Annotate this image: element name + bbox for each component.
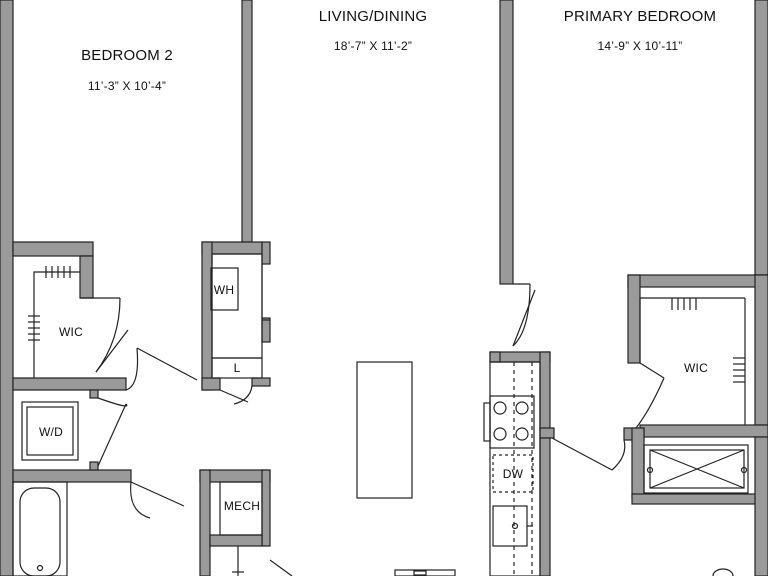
kitchen-island: [356, 361, 413, 499]
wall-wd-bottom: [12, 469, 132, 483]
door-pbath-arc: [611, 439, 626, 471]
wall-bedroom2-bottom: [12, 241, 94, 257]
wall-living-primary: [499, 0, 514, 285]
shower-x2: [649, 449, 745, 489]
wall-bedroom2-living: [241, 0, 253, 243]
wic-left-label: WIC: [59, 325, 83, 339]
wall-mech-bottom: [209, 534, 263, 547]
primary-dims: 14’-9” X 10’-11”: [597, 39, 682, 53]
wall-wh-right-top: [261, 241, 271, 265]
wic-left-rod: [33, 271, 80, 378]
shower: [643, 444, 749, 494]
wall-kitchen-left-tab: [489, 351, 501, 363]
linen-closet: [211, 357, 263, 379]
wall-primary-bottom: [627, 274, 768, 288]
primary-name: PRIMARY BEDROOM: [564, 8, 716, 25]
toilet: [712, 568, 734, 576]
door-wic-left-arc: [95, 297, 121, 373]
wall-left-outer: [0, 0, 14, 576]
wall-bath-bottom: [631, 493, 768, 505]
door-primary-arc: [512, 283, 531, 347]
living-dims: 18’-7” X 11’-2”: [334, 39, 412, 53]
bedroom2-name: BEDROOM 2: [81, 47, 173, 64]
wh-label: WH: [214, 283, 234, 297]
doors: [95, 264, 665, 576]
shower-drain: [646, 466, 654, 474]
wall-wd-right: [89, 389, 99, 399]
wall-kitchen-right: [539, 351, 551, 431]
wall-pwic-bottom: [639, 424, 768, 438]
door-pbath-leaf: [551, 437, 613, 471]
kitchen-counter: [489, 361, 541, 576]
wall-pwic-left: [627, 274, 641, 364]
wall-wh-left: [201, 241, 213, 391]
wall-wh-bottom-l: [201, 377, 221, 391]
washer-dryer-inner: [26, 406, 74, 456]
wall-bath-right: [754, 436, 768, 576]
wall-wh-right-mid: [261, 317, 271, 343]
wall-kitchen-right-lower: [539, 437, 551, 576]
door-wd-arc: [97, 397, 128, 407]
door-pwic-leaf: [639, 362, 665, 379]
door-linen-arc: [233, 385, 253, 405]
bathtub-outer: [12, 481, 68, 576]
door-primary-leaf: [512, 289, 536, 347]
burner-1: [493, 401, 507, 415]
dw-label: DW: [503, 467, 524, 481]
wall-kitchen-right-low: [539, 427, 555, 439]
bathtub-drain: [36, 564, 44, 572]
wall-wic-left-side: [79, 255, 94, 299]
wall-wh-bottom-r: [251, 377, 271, 387]
wall-pwic-right: [754, 274, 768, 426]
closet-rods: [28, 266, 745, 383]
water-heater: [210, 267, 239, 311]
mech-label: MECH: [224, 499, 260, 513]
wall-wd-right2: [89, 461, 99, 471]
dishwasher: [492, 454, 534, 493]
door-bath-leaf: [130, 481, 185, 507]
pwic-rod-top: [639, 297, 718, 363]
door-mech-leaf: [269, 559, 293, 576]
range-knobs: [483, 402, 491, 442]
burner-4: [515, 427, 529, 441]
wall-mech-left: [199, 469, 211, 576]
bathtub-inner: [19, 487, 61, 576]
wall-wic-left-bottom: [12, 377, 127, 391]
door-pwic-arc: [635, 377, 665, 429]
burner-2: [515, 401, 529, 415]
wall-mech-right: [261, 469, 271, 547]
wd-label: W/D: [39, 425, 63, 439]
burner-3: [493, 427, 507, 441]
mech-closet: [219, 481, 263, 536]
table-edge: [394, 569, 456, 576]
sink: [492, 505, 528, 547]
washer-dryer-outer: [21, 401, 79, 461]
wic-right-label: WIC: [684, 361, 708, 375]
shower-pan: [649, 449, 745, 489]
door-hall-arc: [125, 347, 139, 391]
door-bath-arc: [130, 481, 151, 519]
shower-head: [740, 466, 748, 474]
door-wd-leaf: [97, 403, 127, 467]
sink-drain: [511, 522, 519, 530]
wall-bath-left: [631, 427, 645, 499]
linen-label: L: [234, 361, 241, 375]
wh-closet: [211, 253, 263, 359]
table-item: [413, 570, 427, 576]
bedroom2-dims: 11’-3” X 10’-4”: [88, 79, 166, 93]
door-hall-leaf: [136, 347, 198, 381]
living-name: LIVING/DINING: [319, 8, 427, 25]
wall-right-outer: [754, 0, 768, 276]
